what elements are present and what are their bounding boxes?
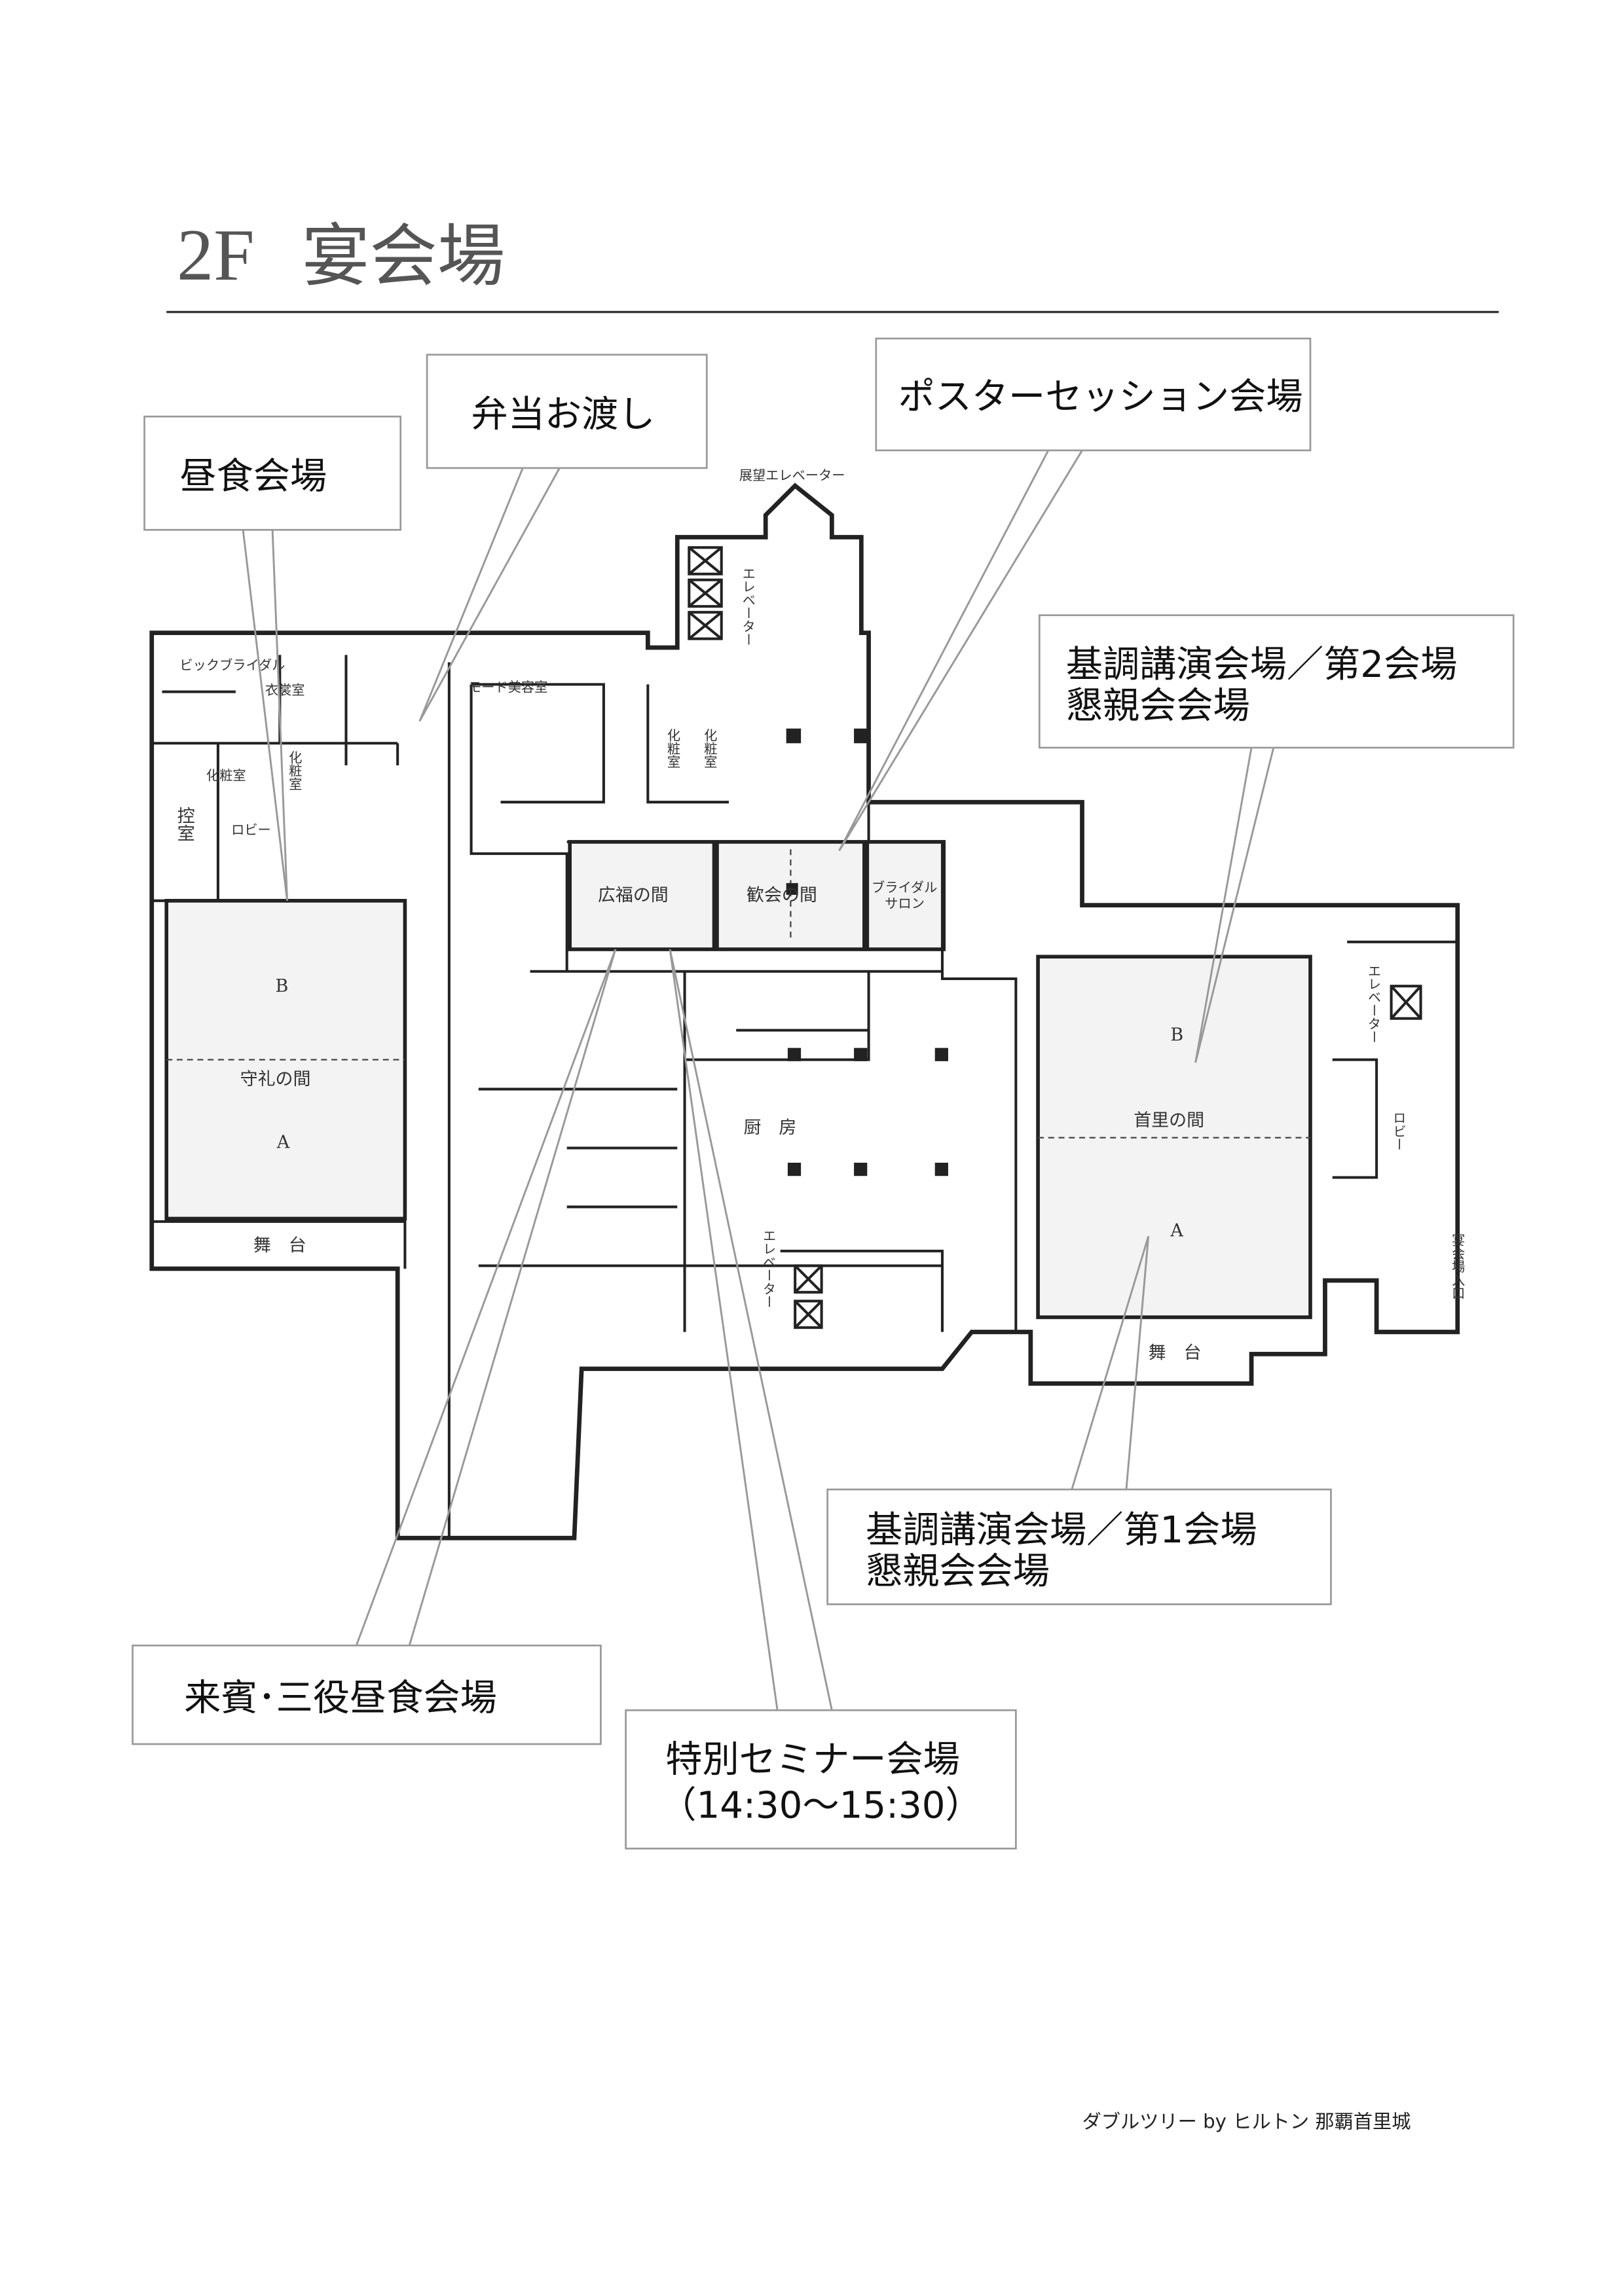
room-label: サロン <box>885 896 925 911</box>
room-label: 化粧室 <box>206 767 246 783</box>
room-label: 歓会の間 <box>747 885 817 905</box>
room-label: 化粧室 <box>287 750 303 790</box>
room-label: ロビー <box>1391 1111 1407 1151</box>
room-label: 首里の間 <box>1134 1110 1204 1131</box>
room-label: 控室 <box>174 807 194 842</box>
callout-guest: 来賓･三役昼食会場 <box>132 1645 602 1745</box>
room-label: 舞 台 <box>1149 1343 1202 1363</box>
bridal-salon-room <box>865 840 946 951</box>
room-label: 衣裳室 <box>265 682 305 698</box>
room-label: 舞 台 <box>253 1235 306 1256</box>
elevator-shafts <box>688 546 1422 1329</box>
callout-text: 特別セミナー会場 <box>665 1739 959 1781</box>
room-label: 化粧室 <box>665 729 681 769</box>
room-label: 広福の間 <box>598 885 669 905</box>
room-label: エレベーター <box>761 1229 777 1308</box>
page-title: 宴会場 <box>302 217 505 296</box>
room-label: A <box>276 1133 290 1153</box>
room-label: 守礼の間 <box>240 1069 311 1089</box>
room-label: 化粧室 <box>702 729 718 769</box>
callout-text: 懇親会会場 <box>1066 685 1250 727</box>
callout-keynote-2: 基調講演会場／第2会場 懇親会会場 <box>1038 614 1515 749</box>
callout-bento: 弁当お渡し <box>426 354 708 469</box>
callout-text: 基調講演会場／第1会場 <box>866 1509 1257 1552</box>
callout-seminar: 特別セミナー会場 （14:30～15:30） <box>625 1709 1017 1850</box>
floor-plan: ビックブライダル 衣裳室 化粧室 化粧室 化粧室 化粧室 控室 ロビー B 守礼… <box>149 467 1466 1540</box>
callout-text: ポスターセッション会場 <box>898 376 1303 418</box>
room-label: エレベーター <box>1366 964 1382 1043</box>
room-label: ブライダル <box>872 879 937 895</box>
callout-lunch: 昼食会場 <box>143 415 402 531</box>
room-label: ビックブライダル <box>179 657 285 673</box>
leader-lines <box>242 450 1275 1711</box>
columns <box>786 728 948 1176</box>
room-label: 展望エレベーター <box>739 467 845 483</box>
venue-name: ダブルツリー by ヒルトン 那覇首里城 <box>1082 2111 1411 2133</box>
callout-poster: ポスターセッション会場 <box>875 337 1312 452</box>
callout-text: 弁当お渡し <box>471 393 655 436</box>
callout-text: 来賓･三役昼食会場 <box>184 1677 497 1719</box>
callout-text: 基調講演会場／第2会場 <box>1066 644 1458 686</box>
room-label: B <box>276 976 289 996</box>
room-label: 厨 房 <box>743 1118 796 1138</box>
room-label: モード美容室 <box>468 680 547 695</box>
callout-text: （14:30～15:30） <box>659 1784 982 1827</box>
callout-text: 昼食会場 <box>179 455 327 498</box>
room-label: B <box>1170 1025 1183 1045</box>
callout-text: 懇親会会場 <box>866 1550 1050 1593</box>
room-label: 宴会場入口 <box>1450 1233 1466 1300</box>
room-label: A <box>1170 1220 1183 1241</box>
floor-number: 2F <box>177 215 255 296</box>
room-label: エレベーター <box>740 567 756 646</box>
callout-keynote-1: 基調講演会場／第1会場 懇親会会場 <box>826 1488 1332 1605</box>
room-label: ロビー <box>231 822 271 838</box>
